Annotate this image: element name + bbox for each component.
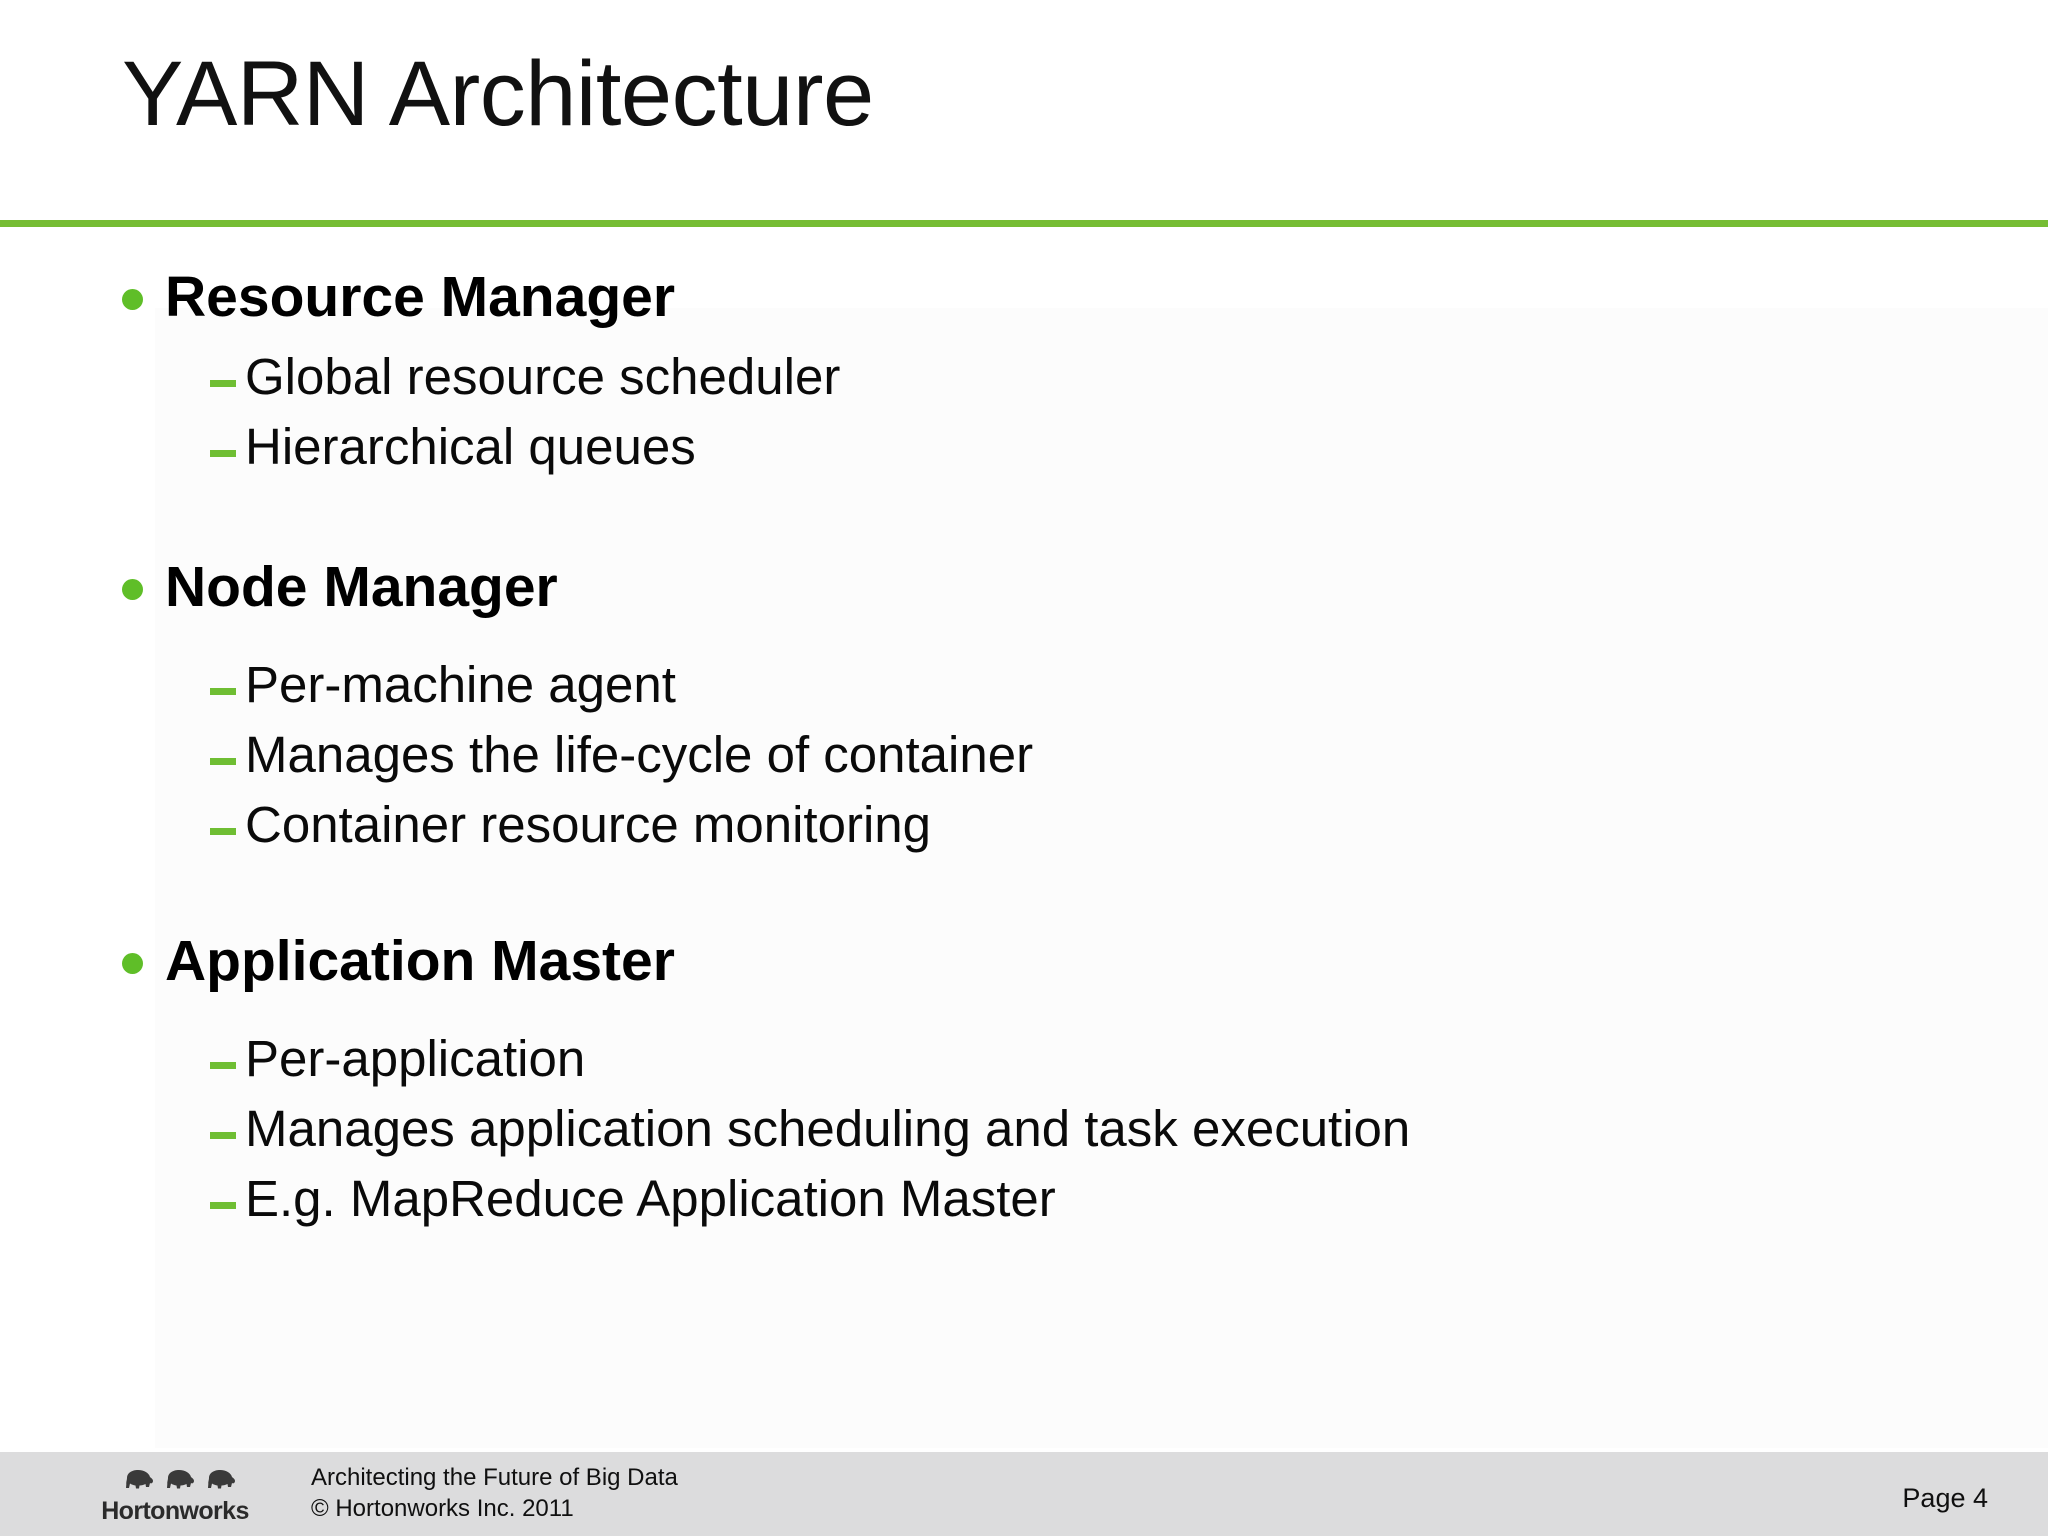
- sub-bullet-label: Global resource scheduler: [245, 348, 841, 405]
- bullet-dash-icon: [210, 1062, 236, 1069]
- page-number: Page 4: [1902, 1483, 1988, 1513]
- bullet-dash-icon: [210, 380, 236, 387]
- sub-bullet-item: Hierarchical queues: [0, 414, 2048, 480]
- sub-bullet-item: Container resource monitoring: [0, 792, 2048, 858]
- bullet-dash-icon: [210, 450, 236, 457]
- hortonworks-logo: Hortonworks: [95, 1462, 255, 1528]
- slide-footer-bar: [0, 1452, 2048, 1536]
- bullet-heading-label: Application Master: [165, 929, 675, 993]
- bullet-dot-icon: [122, 579, 143, 600]
- bullet-dash-icon: [210, 828, 236, 835]
- sub-bullet-item: Global resource scheduler: [0, 344, 2048, 410]
- footer-copyright: © Hortonworks Inc. 2011: [311, 1495, 574, 1522]
- sub-bullet-item: Per-machine agent: [0, 652, 2048, 718]
- sub-bullet-item: Manages application scheduling and task …: [0, 1096, 2048, 1162]
- sub-bullet-label: Manages application scheduling and task …: [245, 1100, 1411, 1157]
- bullet-dash-icon: [210, 1132, 236, 1139]
- page-title: YARN Architecture: [122, 43, 874, 145]
- elephant-herd-icon: [121, 1462, 239, 1496]
- sub-bullet-label: Manages the life-cycle of container: [245, 726, 1034, 783]
- content-panel: [155, 308, 2048, 1448]
- sub-bullet-label: Per-machine agent: [245, 656, 676, 713]
- sub-bullet-label: Hierarchical queues: [245, 418, 696, 475]
- bullet-heading-label: Resource Manager: [165, 265, 676, 329]
- bullet-group-node-manager: Node Manager Per-machine agent Manages t…: [0, 552, 2048, 858]
- sub-bullet-label: Per-application: [245, 1030, 586, 1087]
- sub-bullet-item: E.g. MapReduce Application Master: [0, 1166, 2048, 1232]
- bullet-group-application-master: Application Master Per-application Manag…: [0, 926, 2048, 1232]
- sub-bullet-label: Container resource monitoring: [245, 796, 932, 853]
- bullet-list: Resource Manager Global resource schedul…: [0, 262, 2048, 1236]
- bullet-dash-icon: [210, 1202, 236, 1209]
- bullet-heading: Application Master: [0, 926, 2048, 996]
- footer-tagline: Architecting the Future of Big Data: [311, 1464, 678, 1491]
- elephant-icon: [208, 1470, 235, 1489]
- title-divider-rule: [0, 220, 2048, 227]
- bullet-dot-icon: [122, 953, 143, 974]
- elephant-icon: [126, 1470, 153, 1489]
- bullet-dash-icon: [210, 758, 236, 765]
- hortonworks-wordmark: Hortonworks: [101, 1497, 249, 1525]
- bullet-heading: Resource Manager: [0, 262, 2048, 332]
- bullet-dot-icon: [122, 289, 143, 310]
- bullet-heading-label: Node Manager: [165, 555, 558, 619]
- sub-bullet-item: Per-application: [0, 1026, 2048, 1092]
- bullet-dash-icon: [210, 688, 236, 695]
- elephant-icon: [167, 1470, 194, 1489]
- sub-bullet-label: E.g. MapReduce Application Master: [245, 1170, 1056, 1227]
- bullet-group-resource-manager: Resource Manager Global resource schedul…: [0, 262, 2048, 480]
- footer-credit-block: Architecting the Future of Big Data © Ho…: [311, 1462, 678, 1524]
- sub-bullet-item: Manages the life-cycle of container: [0, 722, 2048, 788]
- bullet-heading: Node Manager: [0, 552, 2048, 622]
